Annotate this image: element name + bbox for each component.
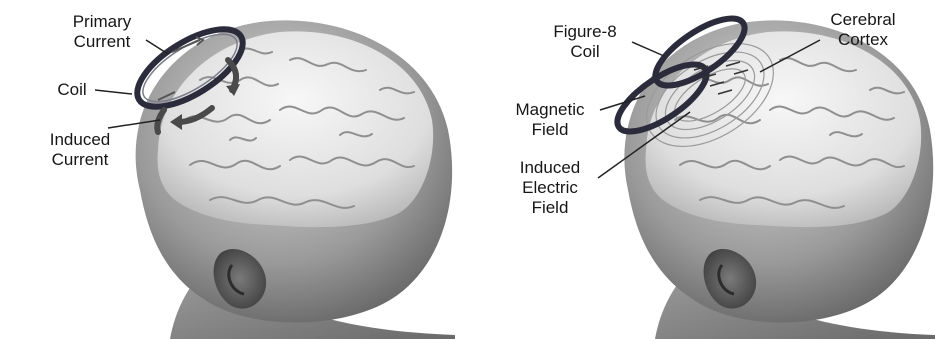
label-cerebral-cortex-line2: Cortex (818, 30, 908, 50)
label-figure8-coil-line1: Figure-8 (540, 22, 630, 42)
label-induced-current-line2: Current (35, 150, 125, 170)
label-induced-current-line1: Induced (35, 130, 125, 150)
label-induced-electric-field-line1: Induced (505, 158, 595, 178)
label-figure8-coil-line2: Coil (540, 42, 630, 62)
label-magnetic-field-line2: Field (500, 120, 600, 140)
left-head-illustration (95, 14, 455, 339)
leader-figure8-coil (632, 42, 664, 56)
label-induced-electric-field-line2: Electric (505, 178, 595, 198)
label-primary-current-line2: Current (52, 32, 152, 52)
label-cerebral-cortex-line1: Cerebral (818, 10, 908, 30)
label-coil-text: Coil (48, 80, 96, 100)
label-primary-current-line1: Primary (52, 12, 152, 32)
label-cerebral-cortex: Cerebral Cortex (818, 10, 908, 50)
label-induced-current: Induced Current (35, 130, 125, 170)
label-magnetic-field: Magnetic Field (500, 100, 600, 140)
label-primary-current: Primary Current (52, 12, 152, 52)
label-induced-electric-field-line3: Field (505, 198, 595, 218)
leader-coil (95, 90, 132, 94)
label-induced-electric-field: Induced Electric Field (505, 158, 595, 218)
label-magnetic-field-line1: Magnetic (500, 100, 600, 120)
label-coil: Coil (48, 80, 96, 100)
label-figure8-coil: Figure-8 Coil (540, 22, 630, 62)
right-head-illustration (598, 6, 935, 339)
